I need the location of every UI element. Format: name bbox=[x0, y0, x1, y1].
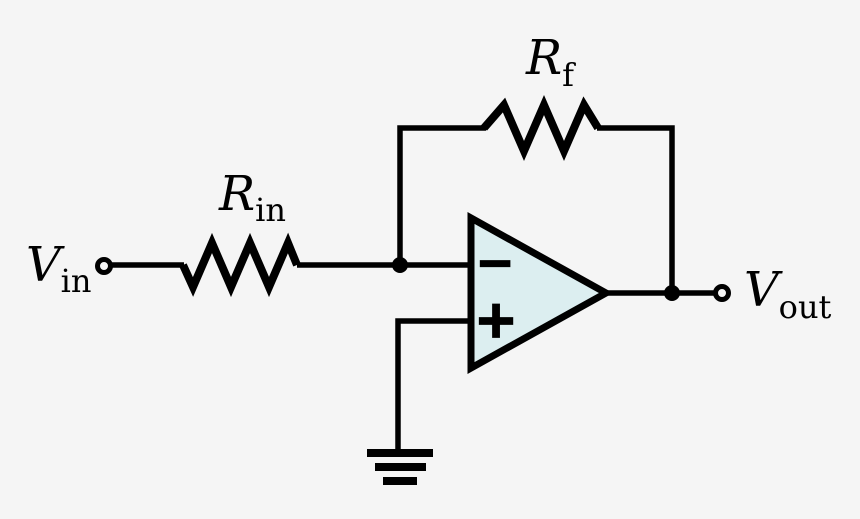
vout-label: Vout bbox=[744, 262, 832, 326]
resistor-rin bbox=[179, 232, 301, 298]
vout-label-main: V bbox=[744, 262, 783, 318]
output-terminal-icon bbox=[713, 284, 731, 302]
resistor-rf bbox=[480, 94, 602, 162]
rf-label-sub: f bbox=[562, 56, 576, 94]
rf-label-main: R bbox=[525, 30, 562, 86]
rin-label-sub: in bbox=[255, 191, 286, 229]
input-branch: Vin Rin bbox=[26, 166, 471, 300]
noninverting-input-symbol: + bbox=[474, 290, 518, 350]
vin-label-sub: in bbox=[61, 262, 92, 300]
ground-branch bbox=[367, 318, 471, 485]
vin-label-main: V bbox=[26, 237, 65, 293]
rin-label: Rin bbox=[218, 166, 286, 229]
vin-label: Vin bbox=[26, 237, 92, 300]
rf-label: Rf bbox=[525, 30, 576, 94]
feedback-wire-left bbox=[397, 125, 486, 265]
vout-label-sub: out bbox=[779, 288, 832, 326]
output-junction-dot bbox=[664, 285, 680, 301]
inverting-input-symbol: − bbox=[476, 235, 515, 289]
input-terminal-icon bbox=[95, 257, 113, 275]
noninverting-wire bbox=[395, 318, 471, 449]
opamp: − + bbox=[467, 212, 614, 374]
feedback-wire-right bbox=[597, 125, 675, 293]
ground-icon bbox=[367, 449, 433, 485]
opamp-triangle-icon bbox=[467, 212, 614, 374]
output-branch: Vout bbox=[604, 262, 832, 326]
feedback-branch: Rf bbox=[397, 30, 675, 293]
rin-label-main: R bbox=[218, 166, 255, 222]
